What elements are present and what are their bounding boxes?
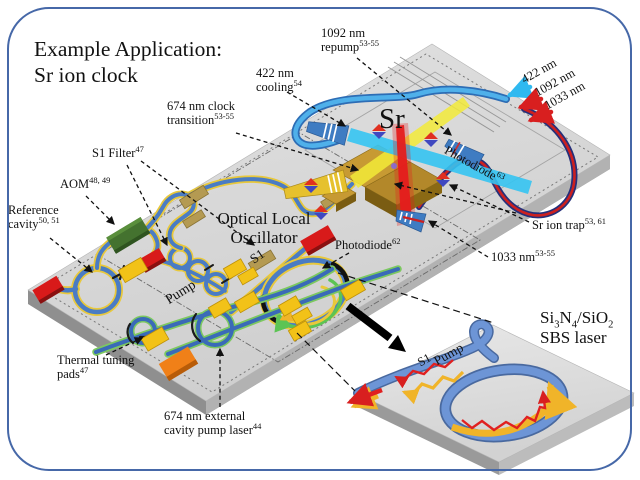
figure-title: Example Application: Sr ion clock: [34, 36, 222, 88]
leader-sr-ion-trap: [448, 184, 530, 223]
sbs-s1-zigzag-arrow: [394, 359, 454, 389]
title-line1: Example Application:: [34, 37, 223, 61]
leader-1092-repump: [356, 57, 452, 136]
beam-1033-red: [396, 125, 412, 223]
sbs-ring-s1-zigzag: [461, 390, 551, 432]
sr-ion-dot: [391, 163, 397, 169]
sbs-ring-pump-arrow: [450, 381, 578, 437]
label-1092-repump: 1092 nm repump53-55: [321, 26, 380, 55]
dashed-leaders: [49, 57, 530, 407]
projection-line-bottom: [296, 332, 356, 392]
label-ext-laser: 674 nm external cavity pump laser44: [164, 409, 262, 438]
label-sbs-laser: Si3N4/SiO2 SBS laser: [540, 308, 614, 348]
main-chip-right-face: [206, 155, 610, 415]
edge-coupler-red-left: [32, 275, 65, 304]
leader-s1-filter-b: [140, 160, 256, 246]
label-sr-ion-trap: Sr ion trap53, 61: [532, 215, 607, 232]
wg-422-inner: [293, 87, 509, 148]
beam-674-yellow: [350, 97, 470, 188]
olo-region-boundary: [97, 132, 481, 363]
label-422-cooling: 422 nm cooling54: [256, 66, 302, 95]
zoom-arrow-black: [345, 302, 406, 352]
leader-reference-cavity: [49, 237, 93, 273]
label-photodiode-olo: Photodiode62: [335, 235, 401, 252]
leader-s1-filter-a: [126, 164, 168, 247]
sbs-chip: [346, 319, 635, 475]
orange-pad: [158, 346, 199, 382]
sbs-pump-zigzag-arrow: [401, 370, 465, 405]
label-olo: Optical Local Oscillator: [217, 209, 311, 248]
arrow-1033nm: [527, 100, 556, 124]
sbs-chip-top-face: [357, 324, 635, 463]
label-s1-filter: S1 Filter47: [92, 143, 144, 160]
label-aom: AOM48, 49: [60, 174, 111, 191]
label-reference-cavity: Reference cavity50, 51: [8, 203, 60, 232]
ion-trap-scene: [283, 97, 532, 233]
grating-coupler-1033: [395, 209, 427, 233]
beam-422-cyan: [347, 128, 532, 194]
label-1033nm: 1033 nm53-55: [491, 247, 555, 264]
leader-photodiode63: [393, 181, 517, 214]
sbs-chip-front-face: [358, 394, 499, 475]
transition-symbols: [304, 124, 450, 220]
projection-lines: [296, 272, 495, 392]
input-laser-arrows: [506, 75, 556, 124]
label-thermal-pads: Thermal tuning pads47: [57, 353, 135, 382]
label-674-clock: 674 nm clock transition53-55: [167, 99, 236, 128]
grating-coupler-1092: [444, 138, 485, 171]
sbs-chip-right-face: [499, 393, 634, 475]
photodiode62-pad: [300, 225, 337, 256]
yellow-pads: [117, 256, 367, 352]
aom-block: [106, 216, 151, 254]
sbs-output-s1-arrow: [346, 383, 383, 407]
title-line2: Sr ion clock: [34, 63, 138, 88]
label-sr-atom: Sr: [379, 103, 405, 135]
grating-coupler-422: [306, 121, 350, 146]
s1-filter-rings: [154, 244, 233, 298]
sbs-bus: [354, 320, 498, 397]
projection-line-top: [337, 272, 495, 324]
leader-photodiode62: [321, 252, 350, 269]
figure-border: [7, 7, 632, 471]
